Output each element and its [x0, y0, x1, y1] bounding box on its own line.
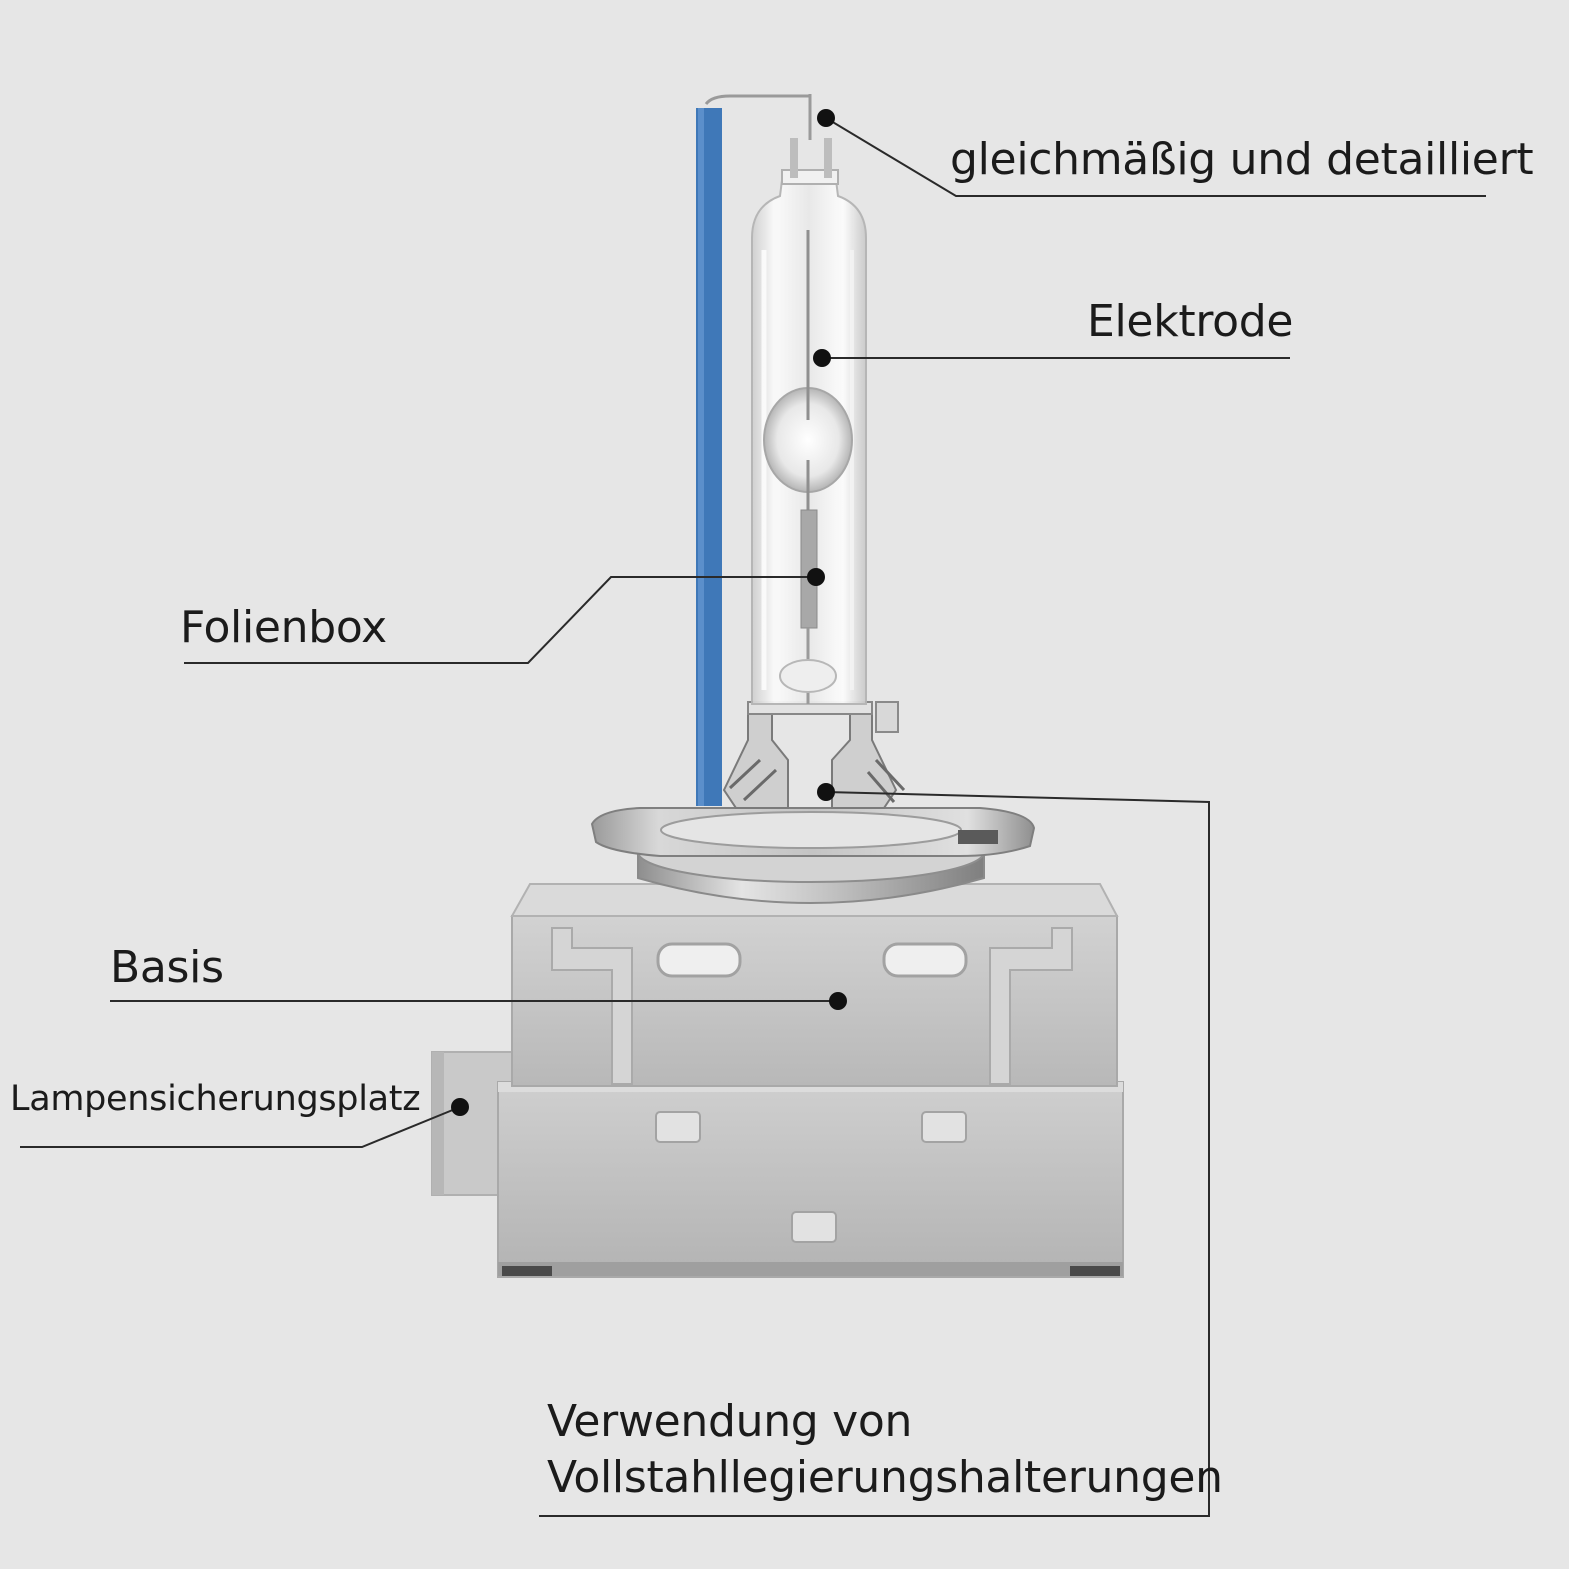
- arc-chamber: [763, 230, 853, 704]
- marker-dots: [451, 109, 847, 1116]
- label-steel-line2: Vollstahllegierungshalterungen: [547, 1452, 1223, 1503]
- blue-return-wire: [696, 94, 812, 806]
- flange-plate: [590, 807, 1036, 857]
- label-foil-box: Folienbox: [180, 602, 387, 653]
- dot-foil: [807, 568, 825, 586]
- dot-uniform: [817, 109, 835, 127]
- leader-uniform: [825, 117, 1486, 197]
- base-housing-upper: [510, 883, 1119, 1087]
- base-housing-lower: [497, 1081, 1124, 1278]
- label-base: Basis: [110, 942, 224, 993]
- label-lock-position: Lampensicherungsplatz: [10, 1079, 421, 1119]
- dot-electrode: [813, 349, 831, 367]
- steel-holder: [722, 701, 906, 809]
- label-uniform-detailed: gleichmäßig und detailliert: [950, 134, 1534, 185]
- label-electrode: Elektrode: [1087, 296, 1294, 347]
- dot-base: [829, 992, 847, 1010]
- label-steel-holders: Verwendung von Vollstahllegierungshalter…: [547, 1394, 1223, 1506]
- leader-lock: [20, 1106, 461, 1148]
- leader-foil: [184, 576, 816, 664]
- leader-lines: [20, 117, 1486, 1517]
- label-steel-line1: Verwendung von: [547, 1396, 913, 1447]
- dot-steel: [817, 783, 835, 801]
- leader-steel: [539, 791, 1210, 1517]
- dot-lock: [451, 1098, 469, 1116]
